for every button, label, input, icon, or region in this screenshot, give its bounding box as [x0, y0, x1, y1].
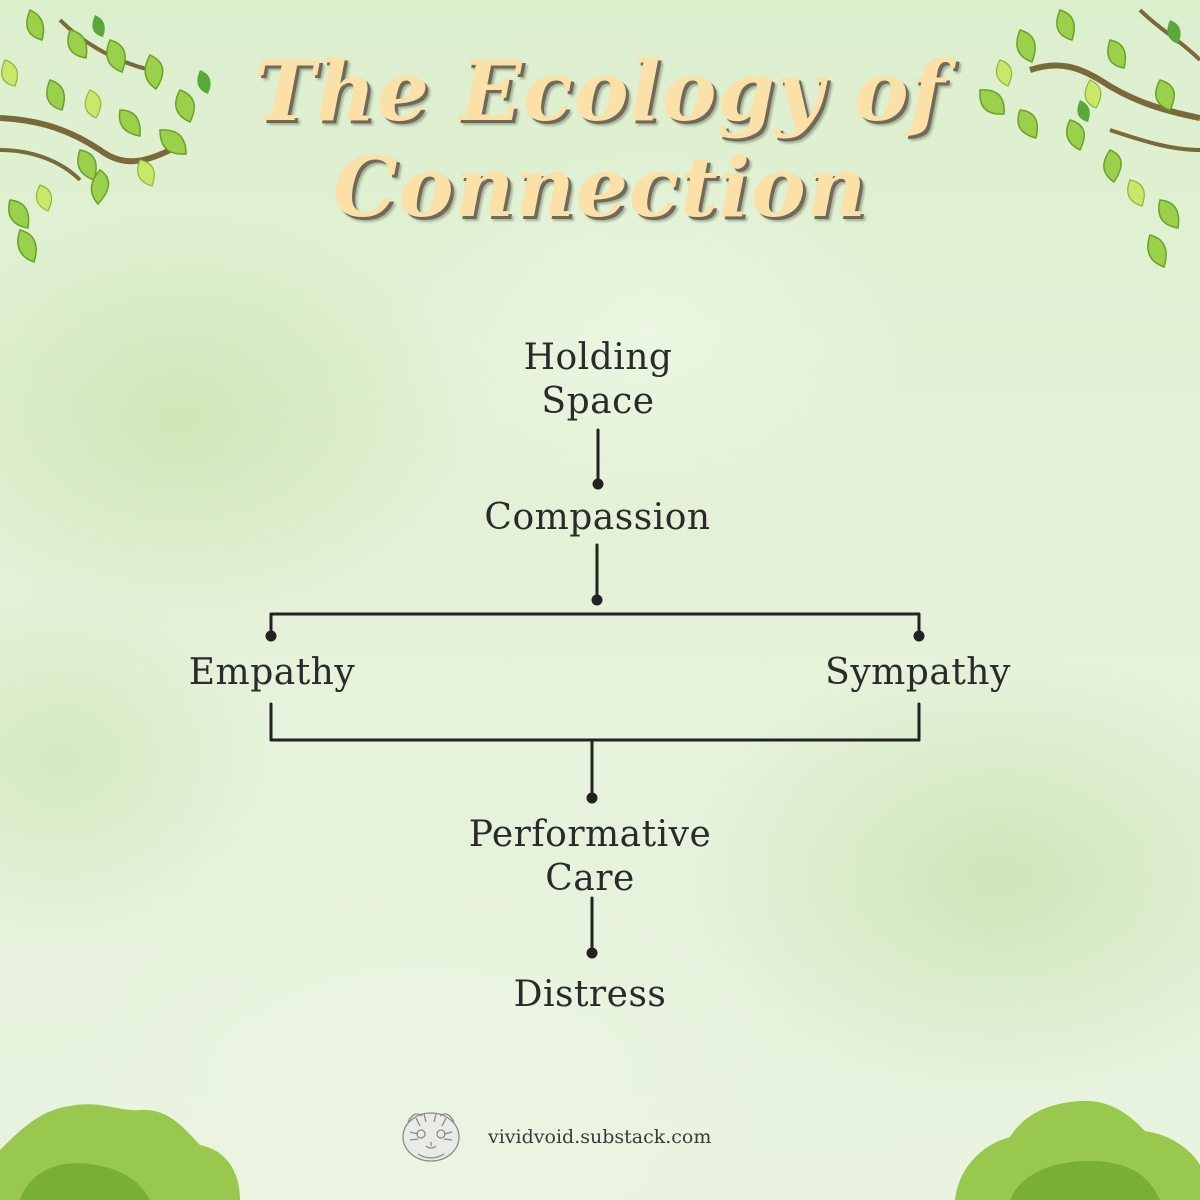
connector-dot	[586, 947, 598, 959]
node-compassion: Compassion	[484, 497, 711, 538]
node-performative-care-line1: Performative	[468, 814, 712, 855]
node-performative-care-line2: Care	[545, 858, 635, 899]
tiger-sketch-icon	[402, 1112, 460, 1162]
bottom-left-bush-icon	[0, 1104, 240, 1200]
node-holding-space: Holding Space	[478, 336, 718, 424]
top-left-branch-icon	[0, 9, 211, 263]
node-holding-space-line2: Space	[541, 381, 655, 422]
connector-dot	[265, 630, 277, 642]
connector-dot	[591, 594, 603, 606]
bottom-right-bush-icon	[955, 1100, 1200, 1200]
node-distress: Distress	[513, 974, 667, 1015]
node-holding-space-line1: Holding	[523, 337, 673, 378]
footer-credit-link[interactable]: vividvoid.substack.com	[488, 1126, 712, 1148]
node-performative-care: Performative Care	[440, 813, 740, 901]
top-right-branch-icon	[979, 8, 1200, 268]
node-empathy: Empathy	[188, 652, 356, 693]
connector-dot	[592, 478, 604, 490]
connector-dot	[913, 630, 925, 642]
connector-dot	[586, 792, 598, 804]
title-line-2: Connection	[332, 140, 868, 236]
node-sympathy: Sympathy	[825, 652, 1011, 693]
title-line-1: The Ecology of	[254, 44, 946, 140]
